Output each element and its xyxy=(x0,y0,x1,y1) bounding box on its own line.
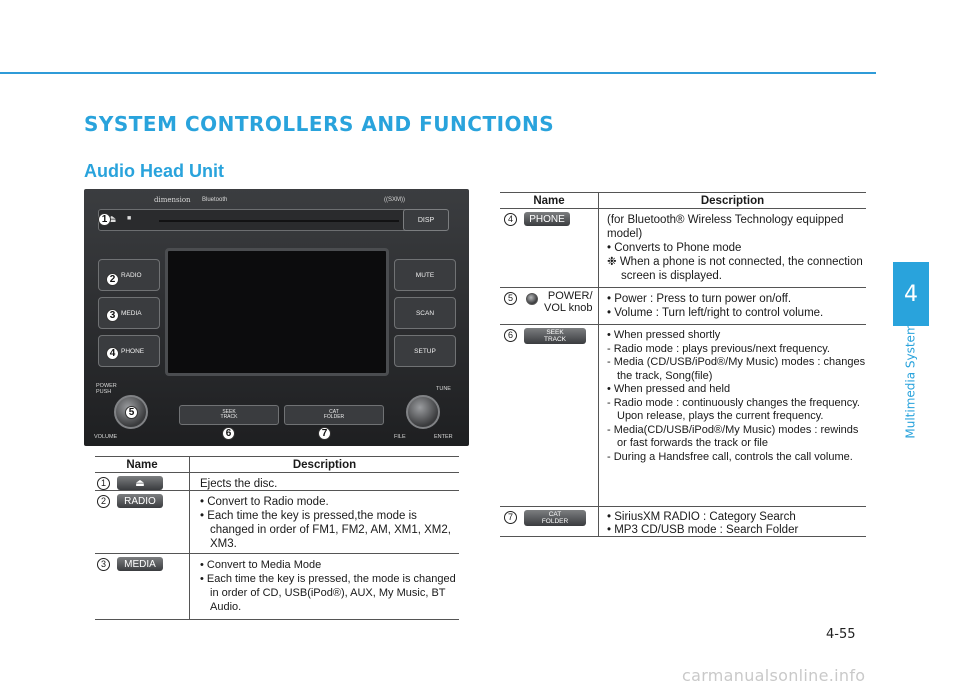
description-line: • When pressed shortly xyxy=(607,329,721,341)
description-line: • MP3 CD/USB mode : Search Folder xyxy=(607,524,799,536)
row-number: 4 xyxy=(504,213,517,226)
scan-button[interactable]: SCAN xyxy=(394,297,456,329)
tune-knob[interactable] xyxy=(406,395,440,429)
description-line: • Power : Press to turn power on/off. xyxy=(607,293,792,305)
section-title: SYSTEM CONTROLLERS AND FUNCTIONS xyxy=(84,112,555,136)
row-number: 3 xyxy=(97,558,110,571)
top-rule xyxy=(0,72,876,74)
audio-head-unit-image: dimension Bluetooth ((SXM)) ⏏ ■ DISP RAD… xyxy=(84,189,469,446)
header-name: Name xyxy=(126,458,158,471)
page-number: 4-55 xyxy=(826,627,856,642)
left-function-table: Name Description 1 ⏏ Ejects the disc. 2 … xyxy=(95,456,459,620)
cd-slot-panel: ⏏ ■ xyxy=(98,209,431,231)
row-number: 1 xyxy=(97,477,110,490)
setup-button[interactable]: SETUP xyxy=(394,335,456,367)
description-line: ❉ When a phone is not connected, the con… xyxy=(607,256,863,282)
seek-track-key-icon: SEEK TRACK xyxy=(524,328,586,344)
cat-folder-button[interactable]: CAT FOLDER xyxy=(284,405,384,425)
description-line: - Media (CD/USB/iPod®/My Music) modes : … xyxy=(607,356,866,382)
watermark: carmanualsonline.info xyxy=(682,666,866,685)
description-line: (for Bluetooth® Wireless Technology equi… xyxy=(607,214,844,240)
callout-3: 3 xyxy=(106,309,119,322)
cat-folder-key-icon: CAT FOLDER xyxy=(524,510,586,526)
description-line: • Convert to Media Mode xyxy=(200,559,322,571)
description-line: • Each time the key is pressed, the mode… xyxy=(200,573,456,613)
chapter-number: 4 xyxy=(904,281,918,307)
callout-4: 4 xyxy=(106,347,119,360)
description-line: • SiriusXM RADIO : Category Search xyxy=(607,511,796,523)
description-line: - Media(CD/USB/iPod®/My Music) modes : r… xyxy=(607,423,859,450)
table-row: 2 RADIO • Convert to Radio mode. • Each … xyxy=(95,491,459,554)
tune-label: TUNE xyxy=(436,386,451,392)
sxm-logo: ((SXM)) xyxy=(384,197,405,203)
description-line: • When pressed and held xyxy=(607,383,731,395)
description-line: • Converts to Phone mode xyxy=(607,242,742,254)
row-number: 2 xyxy=(97,495,110,508)
phone-key-icon: PHONE xyxy=(524,212,570,226)
power-vol-knob-name: POWER/ VOL knob xyxy=(544,290,593,314)
knob-icon xyxy=(526,292,539,305)
row-number: 7 xyxy=(504,511,517,524)
disc-slot xyxy=(159,220,399,222)
callout-6: 6 xyxy=(222,427,235,440)
table-row: 6 SEEK TRACK • When pressed shortly - Ra… xyxy=(500,325,866,507)
description-line: • Volume : Turn left/right to control vo… xyxy=(607,307,824,319)
callout-2: 2 xyxy=(106,273,119,286)
table-row: 5 POWER/ VOL knob • Power : Press to tur… xyxy=(500,288,866,325)
eject-icon[interactable]: ⏏ xyxy=(107,214,117,225)
power-push-label: POWER PUSH xyxy=(96,383,117,395)
callout-5: 5 xyxy=(125,406,138,419)
bluetooth-logo: Bluetooth xyxy=(202,197,228,203)
description-line: • Convert to Radio mode. xyxy=(200,496,329,508)
table-header: Name Description xyxy=(95,456,459,473)
display-screen xyxy=(165,248,389,376)
table-row: 1 ⏏ Ejects the disc. xyxy=(95,473,459,491)
row-number: 5 xyxy=(504,292,517,305)
eject-key-icon: ⏏ xyxy=(117,476,163,490)
row-number: 6 xyxy=(504,329,517,342)
disp-button[interactable]: DISP xyxy=(403,209,449,231)
callout-1: 1 xyxy=(98,213,111,226)
description-line: - Radio mode : plays previous/next frequ… xyxy=(607,342,830,355)
table-row: 4 PHONE (for Bluetooth® Wireless Technol… xyxy=(500,209,866,288)
header-description: Description xyxy=(189,457,459,472)
callout-7: 7 xyxy=(318,427,331,440)
header-name: Name xyxy=(533,194,565,207)
brand-logo: dimension xyxy=(154,196,191,204)
description-line: - During a Handsfree call, controls the … xyxy=(607,450,853,463)
description-line: - Radio mode : continuously changes the … xyxy=(607,396,860,423)
right-function-table: Name Description 4 PHONE (for Bluetooth®… xyxy=(500,192,866,537)
subsection-title: Audio Head Unit xyxy=(84,161,224,181)
table-row: 3 MEDIA • Convert to Media Mode • Each t… xyxy=(95,554,459,620)
description-line: Ejects the disc. xyxy=(200,478,278,490)
chapter-side-label: Multimedia System xyxy=(898,322,924,440)
seek-track-button[interactable]: SEEK TRACK xyxy=(179,405,279,425)
header-description: Description xyxy=(598,193,866,208)
enter-label: ENTER xyxy=(434,434,453,440)
media-key-icon: MEDIA xyxy=(117,557,163,571)
radio-key-icon: RADIO xyxy=(117,494,163,508)
chapter-label: Multimedia System xyxy=(904,323,918,439)
table-header: Name Description xyxy=(500,192,866,209)
mute-button[interactable]: MUTE xyxy=(394,259,456,291)
chapter-tab: 4 xyxy=(893,262,929,326)
table-row: 7 CAT FOLDER • SiriusXM RADIO : Category… xyxy=(500,507,866,537)
file-label: FILE xyxy=(394,434,406,440)
slot-dot-icon: ■ xyxy=(127,215,132,222)
volume-label: VOLUME xyxy=(94,434,118,440)
description-line: • Each time the key is pressed,the mode … xyxy=(200,510,451,550)
